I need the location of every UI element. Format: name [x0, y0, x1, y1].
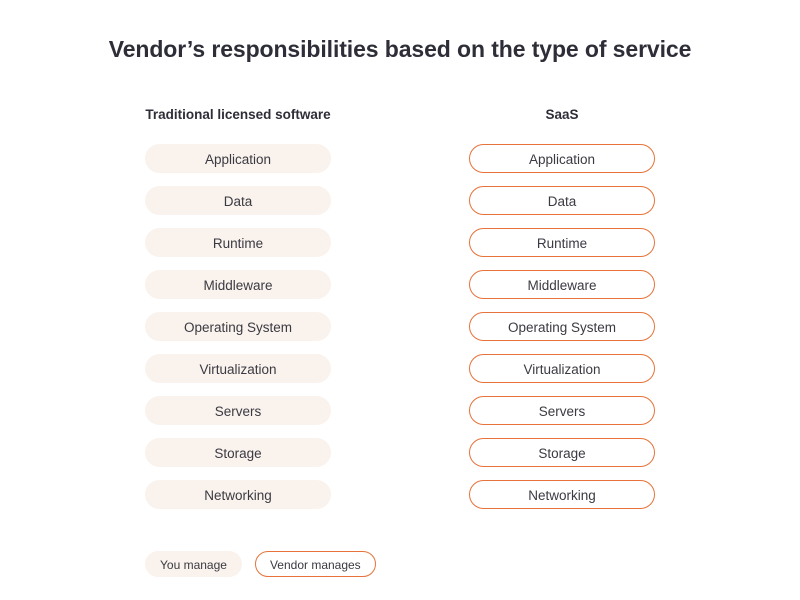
layer-pill-application[interactable]: Application	[145, 144, 331, 173]
column-header-saas: SaaS	[545, 107, 579, 122]
legend-item-you-manage: You manage	[145, 551, 242, 577]
layer-pill-data[interactable]: Data	[469, 186, 655, 215]
layer-pill-virtualization[interactable]: Virtualization	[145, 354, 331, 383]
column-header-traditional: Traditional licensed software	[145, 107, 331, 122]
layer-pill-servers[interactable]: Servers	[469, 396, 655, 425]
layer-pill-middleware[interactable]: Middleware	[145, 270, 331, 299]
layer-pill-runtime[interactable]: Runtime	[469, 228, 655, 257]
layer-pill-networking[interactable]: Networking	[145, 480, 331, 509]
layer-pill-operating-system[interactable]: Operating System	[469, 312, 655, 341]
legend-item-vendor-manages: Vendor manages	[254, 551, 376, 577]
layer-stack-traditional: Application Data Runtime Middleware Oper…	[145, 144, 331, 509]
legend: You manage Vendor manages	[145, 551, 376, 577]
layer-pill-virtualization[interactable]: Virtualization	[469, 354, 655, 383]
column-traditional-licensed-software: Traditional licensed software Applicatio…	[145, 104, 331, 522]
column-saas: SaaS Application Data Runtime Middleware…	[469, 104, 655, 522]
layer-pill-networking[interactable]: Networking	[469, 480, 655, 509]
layer-stack-saas: Application Data Runtime Middleware Oper…	[469, 144, 655, 509]
layer-pill-application[interactable]: Application	[469, 144, 655, 173]
page-title: Vendor’s responsibilities based on the t…	[108, 36, 692, 62]
layer-pill-servers[interactable]: Servers	[145, 396, 331, 425]
layer-pill-middleware[interactable]: Middleware	[469, 270, 655, 299]
layer-pill-runtime[interactable]: Runtime	[145, 228, 331, 257]
layer-pill-operating-system[interactable]: Operating System	[145, 312, 331, 341]
layer-pill-data[interactable]: Data	[145, 186, 331, 215]
layer-pill-storage[interactable]: Storage	[469, 438, 655, 467]
layer-pill-storage[interactable]: Storage	[145, 438, 331, 467]
